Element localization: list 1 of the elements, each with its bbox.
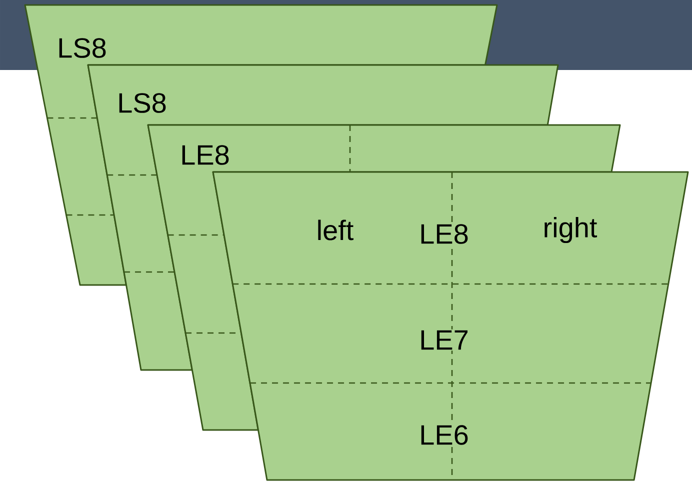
trapezoid-panel: left LE8 right LE7 LE6	[212, 171, 689, 481]
